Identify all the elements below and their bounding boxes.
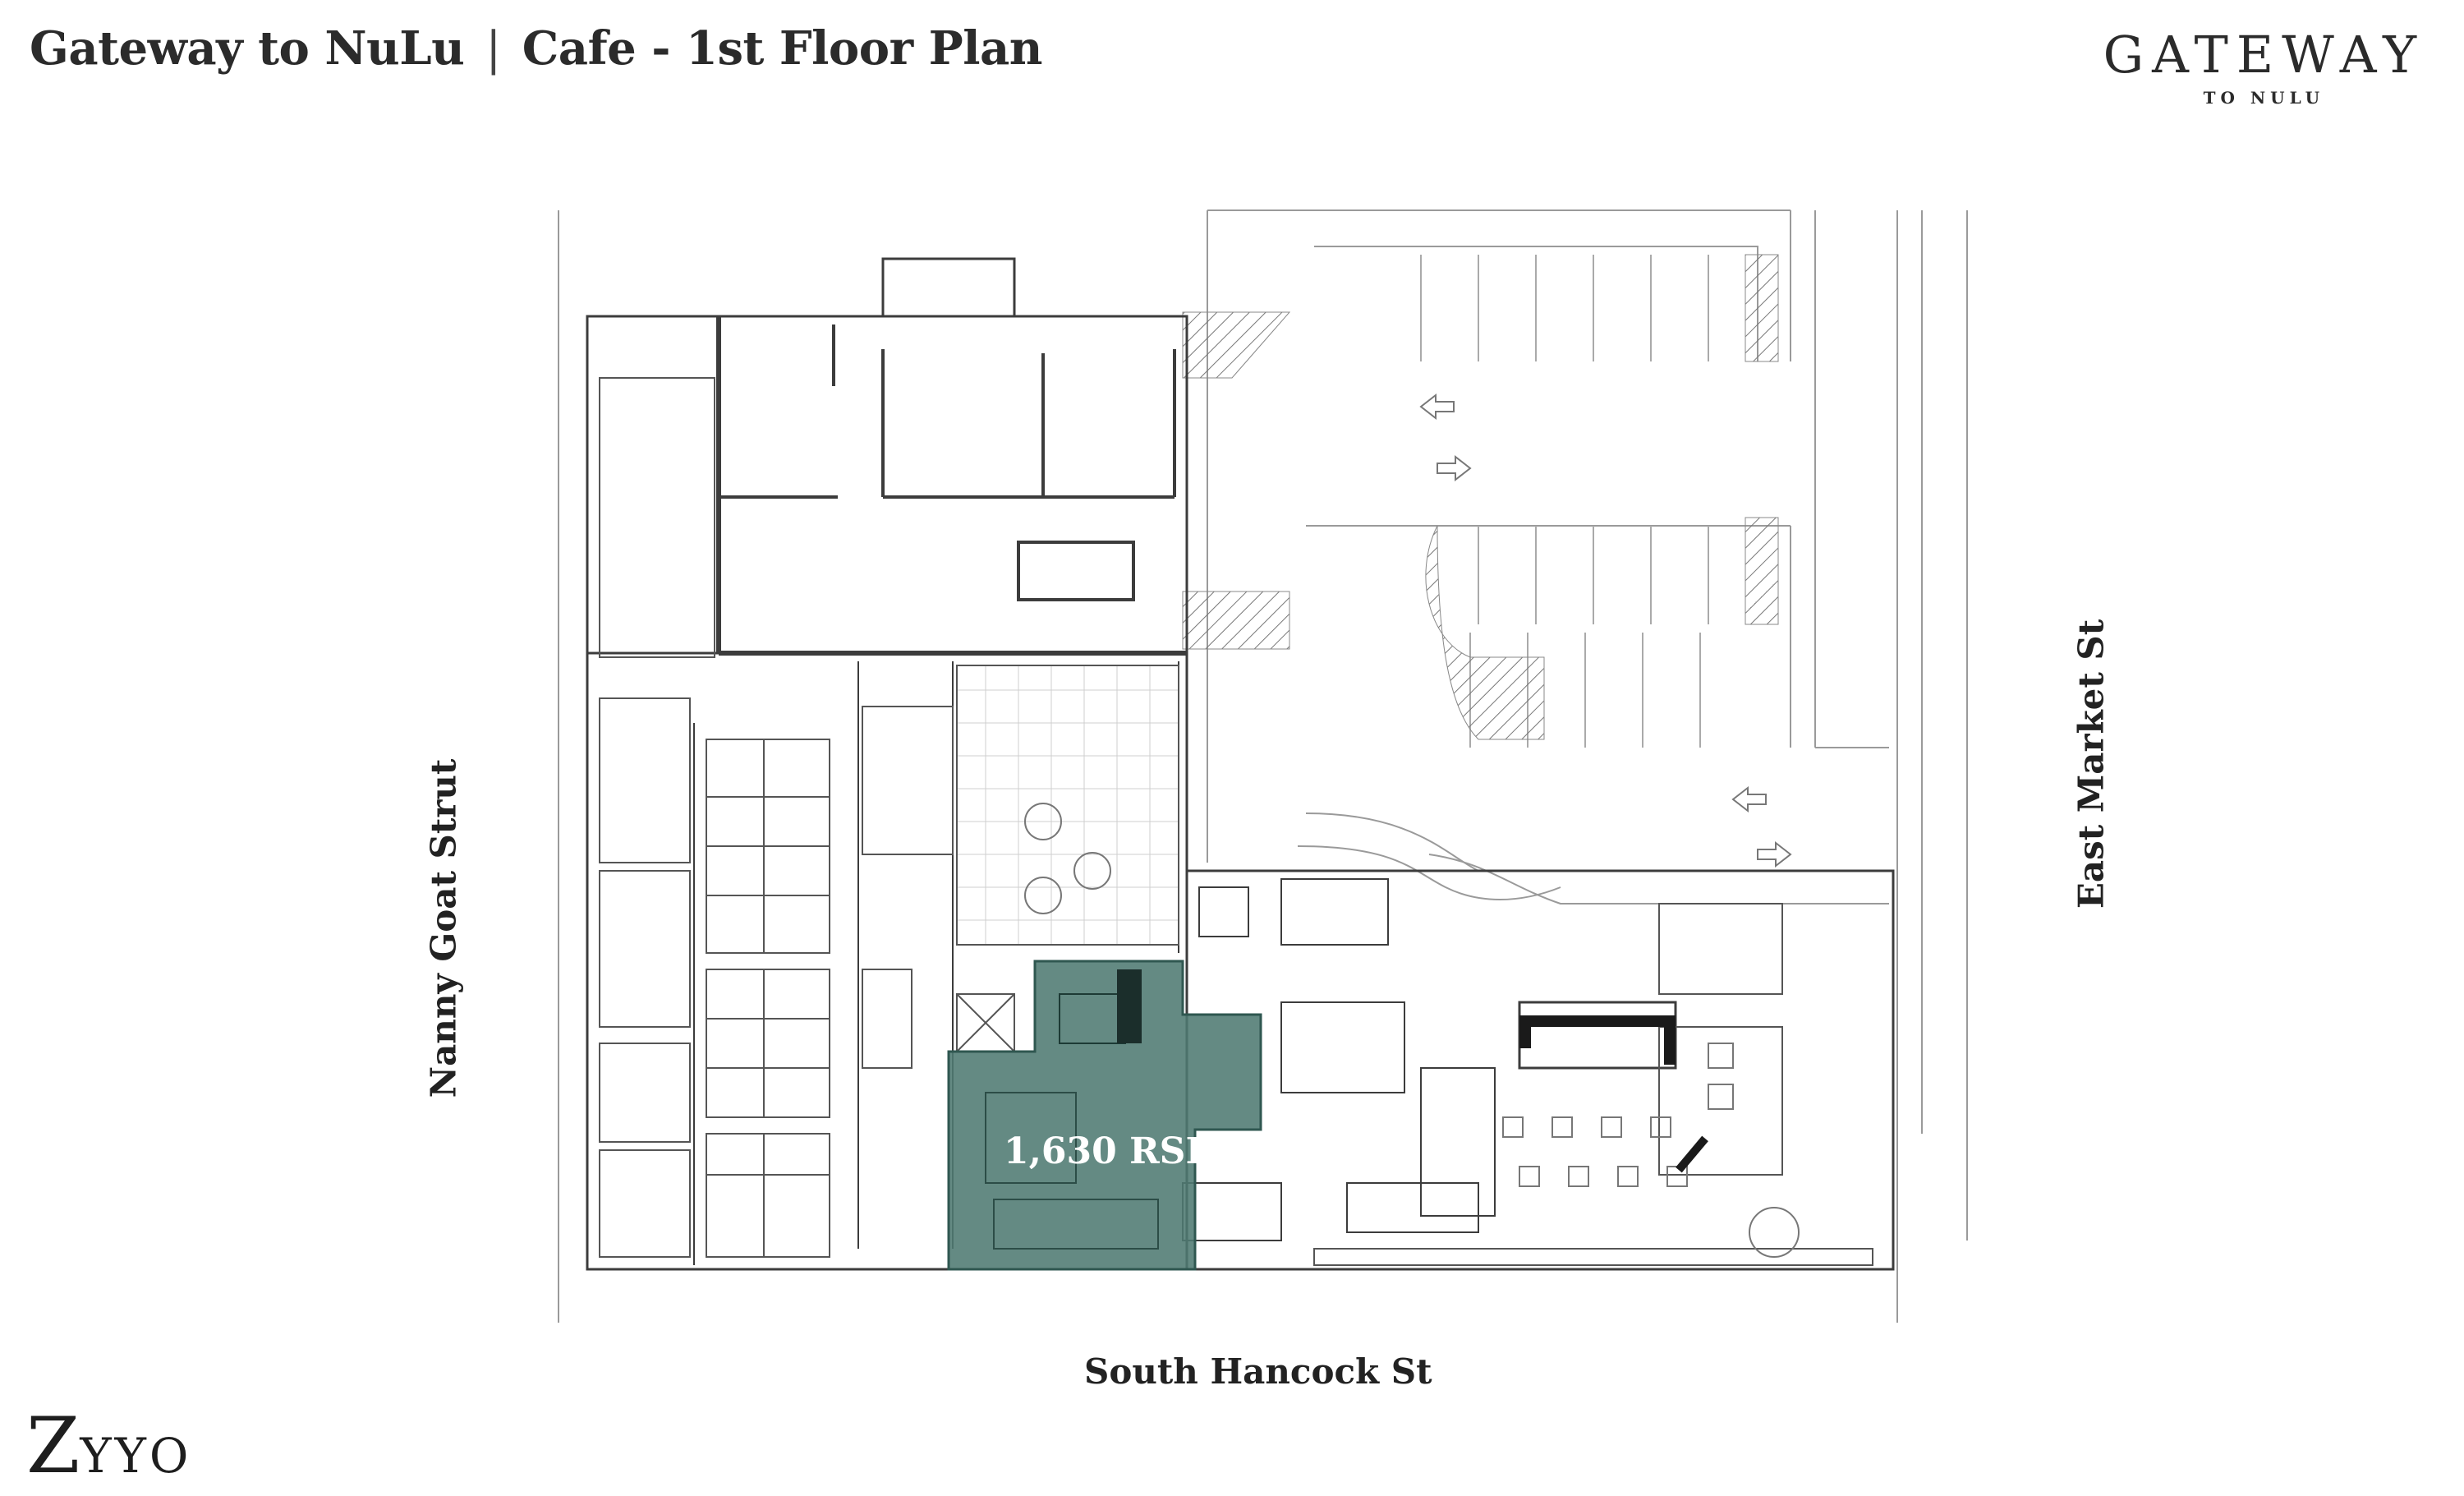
hatched-islands bbox=[1182, 254, 1779, 740]
cafe-area-label: 1,630 RSF bbox=[1004, 1130, 1211, 1172]
brand-name: GATEWAY bbox=[2103, 25, 2425, 85]
logo-rest: YYO bbox=[80, 1428, 192, 1484]
property-name: Gateway to NuLu bbox=[30, 21, 465, 76]
street-label-south: South Hancock St bbox=[1084, 1351, 1432, 1392]
zyyo-logo: ZYYO bbox=[26, 1402, 191, 1491]
furniture bbox=[1024, 803, 1800, 1258]
parking-lot bbox=[558, 209, 1968, 1323]
page-title: Gateway to NuLu | Cafe - 1st Floor Plan bbox=[30, 21, 1043, 76]
street-label-west: Nanny Goat Strut bbox=[423, 758, 464, 1098]
plan-title: Cafe - 1st Floor Plan bbox=[522, 21, 1043, 76]
street-label-east: East Market St bbox=[2071, 619, 2112, 909]
logo-initial: Z bbox=[26, 1402, 80, 1491]
bar-counter bbox=[1519, 1015, 1708, 1173]
gateway-logo: GATEWAY TO NULU bbox=[2103, 25, 2425, 108]
cafe-space-highlight bbox=[947, 960, 1262, 1271]
title-separator: | bbox=[485, 22, 501, 76]
brand-tagline: TO NULU bbox=[2203, 88, 2325, 108]
traffic-arrows bbox=[1419, 393, 1792, 868]
interior-offices bbox=[599, 377, 1873, 1266]
